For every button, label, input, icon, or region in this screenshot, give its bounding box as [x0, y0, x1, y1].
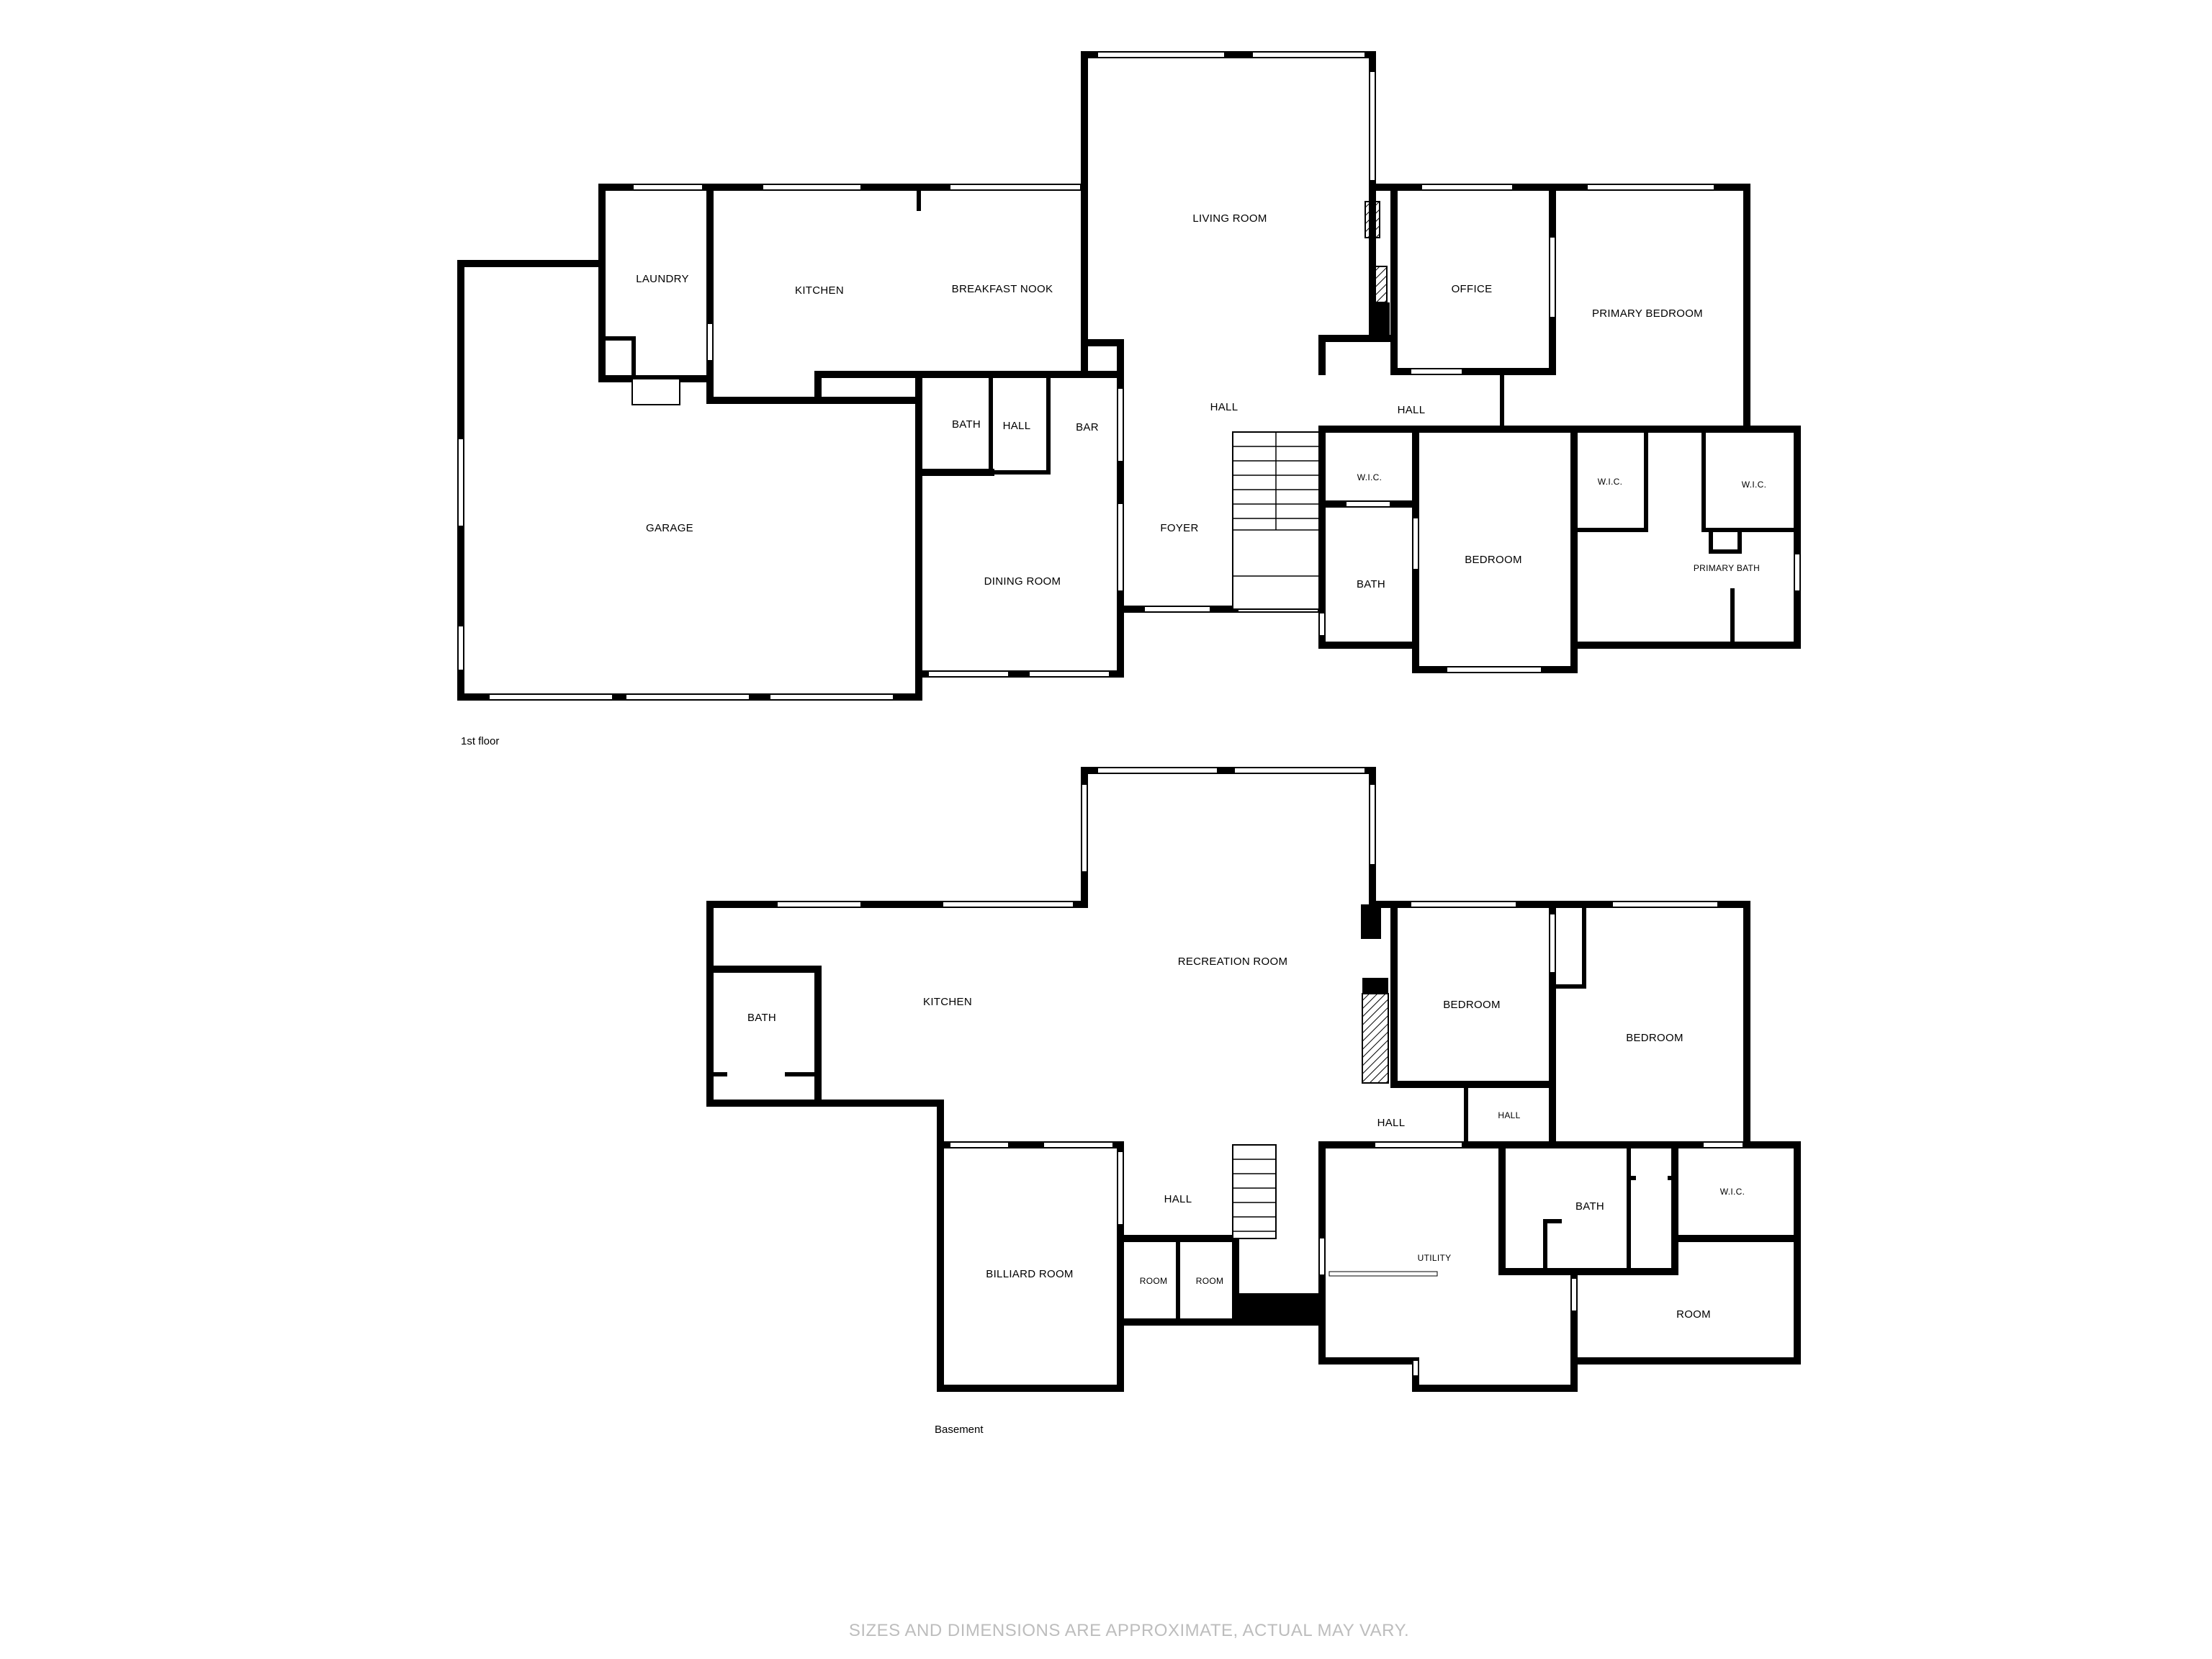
room-label-breakfast-nook: BREAKFAST NOOK — [952, 283, 1053, 295]
room-label-hall: HALL — [1498, 1110, 1520, 1120]
room-label-room: ROOM — [1140, 1276, 1168, 1286]
room-label-office: OFFICE — [1452, 283, 1493, 295]
room-label-primary-bath: PRIMARY BATH — [1694, 563, 1760, 573]
stairs-first-floor — [1232, 431, 1320, 610]
room-label-hall: HALL — [1164, 1193, 1192, 1205]
room-label-laundry: LAUNDRY — [636, 273, 689, 285]
room-label-wic: W.I.C. — [1720, 1187, 1745, 1197]
room-label-bath: BATH — [1575, 1200, 1604, 1213]
room-label-hall: HALL — [1398, 404, 1426, 416]
room-label-room: ROOM — [1676, 1308, 1711, 1321]
basement-bedrooms-walls — [1369, 901, 1750, 1148]
basement-south-walls — [937, 1082, 1801, 1392]
floor-label-basement: Basement — [935, 1424, 984, 1436]
stairs-basement — [1232, 1144, 1277, 1239]
room-label-bar: BAR — [1076, 421, 1099, 433]
room-label-kitchen: KITCHEN — [795, 284, 844, 297]
room-label-bedroom: BEDROOM — [1465, 554, 1522, 566]
room-label-utility: UTILITY — [1418, 1253, 1452, 1263]
room-label-living-room: LIVING ROOM — [1192, 212, 1267, 225]
garage-walls — [457, 260, 922, 701]
basement-plan: RECREATION ROOM KITCHEN BATH BEDROOM BED… — [706, 767, 1801, 1436]
room-label-room: ROOM — [1196, 1276, 1224, 1286]
room-label-bath: BATH — [952, 418, 981, 431]
room-label-kitchen: KITCHEN — [923, 996, 972, 1008]
room-label-bedroom: BEDROOM — [1626, 1032, 1683, 1044]
room-label-primary-bedroom: PRIMARY BEDROOM — [1592, 307, 1703, 320]
first-floor-plan: LAUNDRY KITCHEN BREAKFAST NOOK LIVING RO… — [457, 51, 1801, 747]
floor-label-first: 1st floor — [461, 735, 499, 747]
room-label-bath: BATH — [1357, 578, 1385, 590]
room-label-foyer: FOYER — [1160, 522, 1198, 534]
right-wing-walls — [1318, 426, 1801, 673]
room-label-wic: W.I.C. — [1598, 477, 1622, 487]
room-label-hall: HALL — [1003, 420, 1031, 432]
room-label-garage: GARAGE — [646, 522, 693, 534]
room-label-hall: HALL — [1377, 1117, 1406, 1129]
room-label-wic: W.I.C. — [1742, 480, 1766, 490]
room-label-billiard-room: BILLIARD ROOM — [986, 1268, 1073, 1280]
room-label-dining-room: DINING ROOM — [984, 575, 1061, 588]
kitchen-block-walls — [598, 51, 1088, 405]
basement-rec-walls — [706, 767, 1389, 1107]
room-label-bath: BATH — [747, 1012, 776, 1024]
room-label-recreation-room: RECREATION ROOM — [1178, 956, 1288, 968]
living-room-walls — [1081, 51, 1398, 375]
room-label-wic: W.I.C. — [1357, 472, 1382, 482]
office-bedroom-walls — [1369, 184, 1750, 433]
room-label-hall: HALL — [1210, 401, 1238, 413]
room-label-bedroom: BEDROOM — [1443, 999, 1501, 1011]
footer-disclaimer: SIZES AND DIMENSIONS ARE APPROXIMATE, AC… — [849, 1621, 1409, 1640]
